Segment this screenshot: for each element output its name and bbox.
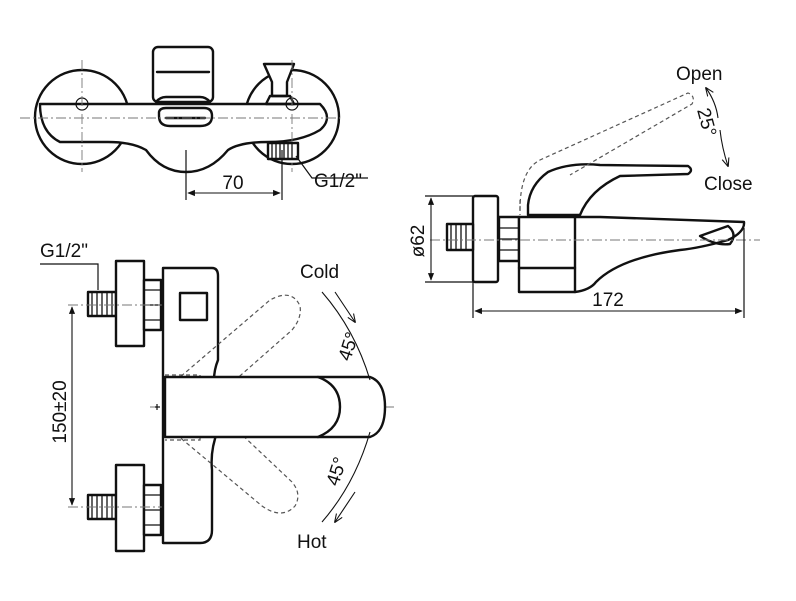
lever-side xyxy=(526,163,693,217)
lever-cold-ghost xyxy=(164,294,301,421)
angle-cold: 45° xyxy=(335,330,364,364)
mixer-body-top xyxy=(38,102,329,174)
diverter-square xyxy=(178,291,209,322)
lever-open-ghost xyxy=(519,92,694,211)
side-view: Open Close 25° ø62 172 xyxy=(408,64,760,318)
thread-label-top: G1/2" xyxy=(314,171,362,192)
angle-hot: 45° xyxy=(323,455,352,489)
escutcheon-side xyxy=(471,194,500,284)
thread-connector-top xyxy=(266,141,300,161)
dim-center-distance: 70 xyxy=(222,173,243,194)
thread-label-front: G1/2" xyxy=(40,241,88,262)
label-cold: Cold xyxy=(300,262,339,283)
top-view: 70 G1/2" xyxy=(20,45,368,200)
lever-hot-ghost xyxy=(164,394,299,514)
bottom-inlet xyxy=(86,463,163,553)
label-hot: Hot xyxy=(297,532,327,553)
lever-top xyxy=(151,45,215,104)
dim-diameter: ø62 xyxy=(408,225,429,258)
diverter-knob-top xyxy=(262,62,296,98)
front-view: G1/2" xyxy=(40,241,395,553)
mixer-body-side xyxy=(517,215,746,294)
angle-open: 25° xyxy=(692,106,720,139)
dim-length: 172 xyxy=(592,290,624,311)
lever-front xyxy=(163,375,387,439)
label-close: Close xyxy=(704,174,753,195)
top-inlet xyxy=(86,259,163,348)
outlet-top xyxy=(157,106,214,128)
label-open: Open xyxy=(676,64,722,85)
dim-inlet-spacing: 150±20 xyxy=(50,380,71,443)
